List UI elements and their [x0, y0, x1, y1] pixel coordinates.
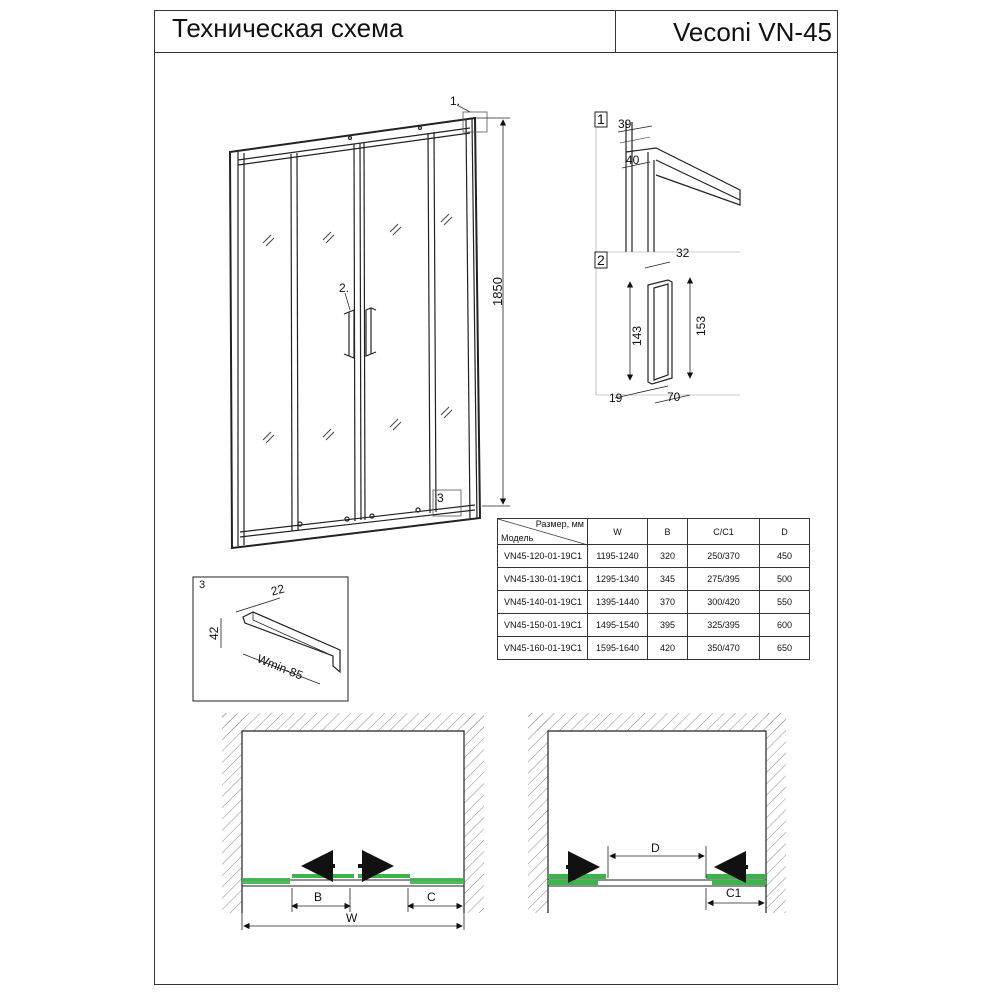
page-title: Техническая схема [172, 13, 404, 43]
detail-1 [594, 111, 741, 253]
detail-2 [594, 251, 740, 404]
table-cell-d: 650 [759, 636, 810, 660]
plan-right-d-label: D [651, 841, 660, 855]
size-table: Размер, мм Модель W B C/C1 D VN45-120-01… [497, 518, 810, 660]
table-cell-b: 370 [647, 590, 688, 614]
model-title: Veconi VN-45 [673, 17, 832, 47]
detail-2-dim-h1: 143 [630, 325, 644, 346]
plan-left-b-label: B [314, 890, 323, 904]
table-cell-c: 275/395 [687, 567, 760, 591]
table-cell-model: VN45-150-01-19C1 [497, 613, 588, 637]
table-cell-w: 1395-1440 [587, 590, 648, 614]
table-corner-cell: Размер, мм Модель [497, 518, 588, 545]
plan-left-w-label: W [346, 911, 358, 925]
detail-2-dim-a: 32 [676, 246, 690, 260]
detail-1-dim-a: 39 [618, 117, 632, 131]
callout-3-label: 3 [437, 491, 444, 505]
table-cell-b: 420 [647, 636, 688, 660]
table-cell-c: 350/470 [687, 636, 760, 660]
table-cell-w: 1495-1540 [587, 613, 648, 637]
table-cell-b: 395 [647, 613, 688, 637]
detail-3 [192, 576, 349, 702]
table-row: VN45-160-01-19C1 1595-1640 420 350/470 6… [497, 636, 810, 660]
detail-1-label: 1 [597, 111, 605, 127]
table-header-w: W [587, 518, 648, 545]
table-cell-d: 600 [759, 613, 810, 637]
table-row: VN45-130-01-19C1 1295-1340 345 275/395 5… [497, 567, 810, 591]
detail-3-label: 3 [199, 579, 206, 591]
callout-1-label: 1. [450, 94, 461, 108]
sheet-frame [154, 10, 838, 985]
header-column-divider [615, 10, 616, 52]
table-cell-model: VN45-160-01-19C1 [497, 636, 588, 660]
table-cell-c: 325/395 [687, 613, 760, 637]
plan-left-c-label: C [427, 890, 436, 904]
table-corner-model: Модель [501, 533, 534, 543]
table-cell-model: VN45-140-01-19C1 [497, 590, 588, 614]
table-cell-c: 250/370 [687, 544, 760, 568]
table-cell-d: 550 [759, 590, 810, 614]
table-header-row: Размер, мм Модель W B C/C1 D [497, 518, 810, 545]
plan-right-c1-label: C1 [726, 886, 742, 900]
table-header-c: C/C1 [687, 518, 760, 545]
callout-3-box [432, 489, 462, 517]
detail-2-dim-c: 19 [609, 391, 623, 405]
detail-1-dim-b: 40 [626, 153, 640, 167]
table-header-b: B [647, 518, 688, 545]
table-cell-w: 1595-1640 [587, 636, 648, 660]
table-cell-d: 500 [759, 567, 810, 591]
table-cell-w: 1295-1340 [587, 567, 648, 591]
table-corner-size: Размер, мм [535, 519, 584, 529]
callout-2-label: 2. [339, 281, 350, 295]
table-cell-w: 1195-1240 [587, 544, 648, 568]
table-cell-model: VN45-130-01-19C1 [497, 567, 588, 591]
header-divider [154, 52, 838, 53]
door-front-view [228, 116, 482, 550]
table-row: VN45-150-01-19C1 1495-1540 395 325/395 6… [497, 613, 810, 637]
plan-right [528, 713, 786, 913]
detail-2-label: 2 [597, 252, 605, 268]
height-dimension [476, 117, 510, 507]
table-header-d: D [759, 518, 810, 545]
height-value: 1850 [490, 277, 505, 306]
plan-left [222, 713, 484, 930]
table-cell-d: 450 [759, 544, 810, 568]
table-cell-model: VN45-120-01-19C1 [497, 544, 588, 568]
detail-2-dim-d: 70 [667, 390, 681, 404]
table-cell-b: 345 [647, 567, 688, 591]
table-cell-b: 320 [647, 544, 688, 568]
detail-2-dim-h2: 153 [694, 315, 708, 336]
detail-3-dim-b: 42 [207, 626, 221, 640]
table-row: VN45-120-01-19C1 1195-1240 320 250/370 4… [497, 544, 810, 568]
callout-1-box [462, 111, 488, 133]
table-cell-c: 300/420 [687, 590, 760, 614]
glass-reflections [262, 213, 453, 444]
table-row: VN45-140-01-19C1 1395-1440 370 300/420 5… [497, 590, 810, 614]
